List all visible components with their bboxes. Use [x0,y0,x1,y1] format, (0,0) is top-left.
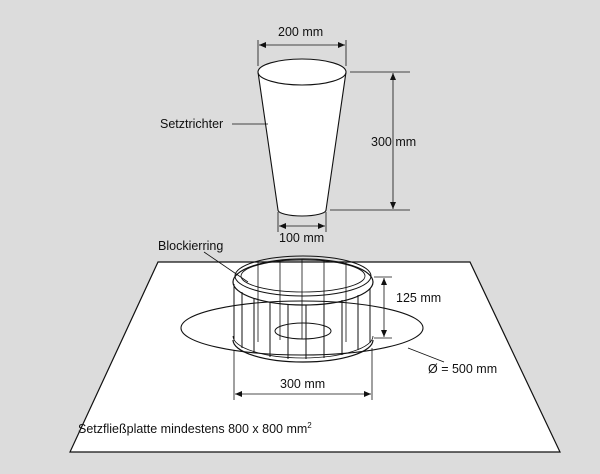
dimension-ring-width [233,348,373,400]
label-plate-caption: Setzfließplatte mindestens 800 x 800 mm2 [78,421,312,436]
leader-circle [407,347,445,363]
plate-caption-superscript: 2 [307,421,312,430]
plate-caption-main: Setzfließplatte mindestens 800 x 800 mm [78,422,307,436]
label-ring-name: Blockierring [158,239,223,253]
leader-ring [203,251,249,283]
setztrichter-cone [257,58,347,217]
dimension-ring-height [374,276,392,339]
label-ring-width: 300 mm [280,377,325,391]
label-cone-height: 300 mm [371,135,416,149]
label-cone-name: Setztrichter [160,117,223,131]
base-plate [69,261,561,453]
dimension-cone-bottom [277,212,327,232]
label-circle-diameter: Ø = 500 mm [428,362,497,376]
label-ring-height: 125 mm [396,291,441,305]
label-cone-top-width: 200 mm [278,25,323,39]
dimension-cone-top [257,40,347,66]
blocking-ring [232,255,374,363]
label-cone-bottom-width: 100 mm [279,231,324,245]
dimension-cone-height [330,71,410,211]
inner-circle [274,322,332,340]
